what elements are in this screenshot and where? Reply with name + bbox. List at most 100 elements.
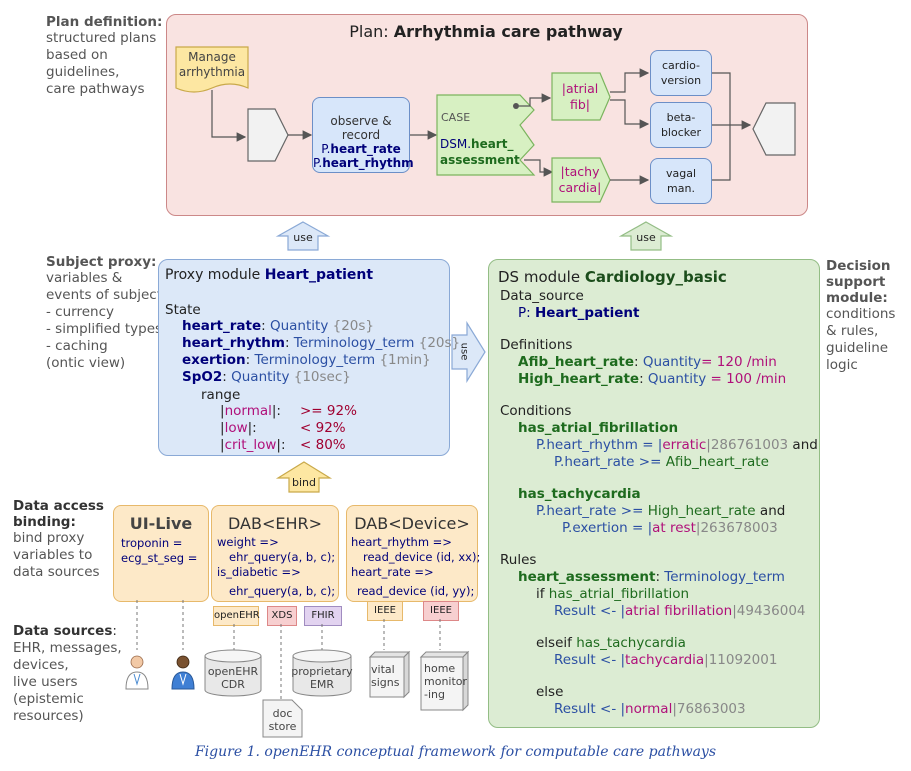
proxy-title-prefix: Proxy module xyxy=(165,267,265,283)
ds-body: Data_source P: Heart_patient Definitions… xyxy=(500,288,818,718)
ds-rule-else: else xyxy=(536,684,564,700)
ds-condition-line: P.heart_rate >= Afib_heart_rate xyxy=(554,454,769,470)
plan-title: Plan: Arrhythmia care pathway xyxy=(166,22,806,41)
afib-to-cardio-arrow xyxy=(610,68,650,93)
cardioversion-line: cardio- xyxy=(661,59,701,72)
decision-support-heading: support xyxy=(826,274,886,290)
proxy-title: Proxy module Heart_patient xyxy=(165,267,373,283)
dab-device-line: heart_rate => xyxy=(351,565,434,579)
use-arrow-middle xyxy=(451,320,486,384)
case-name: heart_ xyxy=(471,137,514,151)
dab-ehr-line: is_diabetic => xyxy=(217,565,301,579)
ds-rule-if: if has_atrial_fibrillation xyxy=(536,586,690,602)
data-sources-label: Data sources: EHR, messages, devices, li… xyxy=(13,623,122,725)
note-connector xyxy=(211,90,247,142)
decision-support-line: conditions xyxy=(826,306,896,322)
figure-caption: Figure 1. openEHR conceptual framework f… xyxy=(194,744,717,760)
case-node xyxy=(436,94,536,176)
bind-label: bind xyxy=(292,476,316,489)
case-to-afib-arrow xyxy=(519,93,552,107)
dab-ehr: DAB<EHR> weight => ehr_query(a, b, c); i… xyxy=(211,505,339,602)
dab-ehr-title: DAB<EHR> xyxy=(227,514,323,533)
proxy-var-row: exertion: Terminology_term {1min} xyxy=(182,352,431,368)
proxy-var-row: SpO2: Quantity {10sec} xyxy=(182,369,351,385)
data-sources-line: (epistemic xyxy=(13,691,84,707)
ds-rule-elseif: elseif has_tachycardia xyxy=(536,635,686,651)
ds-definition-row: Afib_heart_rate: Quantity= 120 /min xyxy=(518,354,777,370)
proprietary-emr-label: proprietary EMR xyxy=(291,665,353,691)
tag-openehr: openEHR xyxy=(213,606,260,626)
proxy-range-row: |normal|:>= 92% xyxy=(220,403,357,419)
plan-definition-line: structured plans xyxy=(46,30,157,46)
dab-ui-title: UI-Live xyxy=(129,514,193,533)
subject-proxy-heading: Subject proxy: xyxy=(46,254,157,270)
ds-conditions-label: Conditions xyxy=(500,403,572,419)
ds-rule-result: Result <- |atrial fibrillation|49436004 xyxy=(554,603,806,619)
data-access-heading: Data access binding: xyxy=(13,498,104,530)
subject-proxy-line: events of subject xyxy=(46,287,163,303)
manage-note-line: Manage xyxy=(188,50,236,64)
openehr-cdr-cylinder xyxy=(204,649,262,697)
plan-definition-line: guidelines, xyxy=(46,64,120,80)
tachy-branch: |tachy cardia| xyxy=(556,164,604,196)
dab-ehr-line: weight => xyxy=(217,535,279,549)
plan-title-name: Arrhythmia care pathway xyxy=(393,22,623,41)
data-access-line: bind proxy xyxy=(13,530,85,546)
afib-branch-line: |atrial xyxy=(561,81,599,96)
betablocker-line: blocker xyxy=(660,126,702,139)
cardio-to-end-line xyxy=(712,72,731,125)
manage-note-line: arrhythmia xyxy=(178,65,246,79)
ds-definition-row: High_heart_rate: Quantity = 100 /min xyxy=(518,371,787,387)
vagal-step: vagal man. xyxy=(650,158,712,204)
data-access-label: Data access binding: bind proxy variable… xyxy=(13,498,113,581)
vital-signs-label: vital signs xyxy=(371,663,400,689)
subject-proxy-line: - currency xyxy=(46,304,114,320)
subject-proxy-line: - caching xyxy=(46,338,108,354)
data-sources-line: live users xyxy=(13,674,78,690)
subject-proxy-line: (ontic view) xyxy=(46,355,126,371)
decision-support-line: & rules, xyxy=(826,323,879,339)
case-dot xyxy=(513,103,519,109)
end-node xyxy=(752,102,796,156)
case-label: CASE xyxy=(441,111,471,124)
plan-title-prefix: Plan: xyxy=(349,22,394,41)
proxy-range-row: |crit_low|:< 80% xyxy=(220,437,346,453)
subject-proxy-label: Subject proxy: variables & events of sub… xyxy=(46,254,162,372)
home-monitoring-shape xyxy=(419,650,470,712)
tachy-branch-shape xyxy=(551,157,611,203)
ds-rule-result: Result <- |tachycardia|11092001 xyxy=(554,652,778,668)
cardioversion-step: cardio- version xyxy=(650,50,712,96)
use-label-right: use xyxy=(636,231,656,244)
observe-prefix: P. xyxy=(321,142,331,156)
plan-definition-line: care pathways xyxy=(46,81,145,97)
plan-definition-heading: Plan definition: xyxy=(46,14,163,30)
afib-branch-line: fib| xyxy=(569,97,591,112)
openehr-cdr-label: openEHR CDR xyxy=(207,665,259,691)
start-node xyxy=(247,108,289,162)
ds-data-source: P: Heart_patient xyxy=(518,305,640,321)
proxy-var-row: heart_rhythm: Terminology_term {20s} xyxy=(182,335,461,351)
proxy-range-label: range xyxy=(201,387,241,403)
case-name: assessment xyxy=(440,153,520,167)
afib-to-beta-arrow xyxy=(610,99,650,129)
decision-support-line: guideline xyxy=(826,340,889,356)
proprietary-emr-cylinder xyxy=(292,649,352,697)
proxy-module xyxy=(158,259,450,456)
data-sources-heading: Data sources xyxy=(13,623,113,639)
doc-store-label: doc store xyxy=(268,707,297,733)
dab-device-title: DAB<Device> xyxy=(354,514,470,533)
decision-support-label: Decision support module: conditions & ru… xyxy=(826,258,895,374)
observe-heart-rate: heart_rate xyxy=(330,142,401,156)
afib-branch-shape xyxy=(551,72,611,121)
bind-arrow xyxy=(275,461,333,493)
proxy-ranges: |normal|:>= 92% |low|:< 92% |crit_low|:<… xyxy=(220,403,357,454)
case-to-tachy-arrow xyxy=(524,159,554,177)
ds-condition-line: P.heart_rhythm = |erratic|286761003 and xyxy=(536,437,818,453)
ds-rule-result: Result <- |normal|76863003 xyxy=(554,701,746,717)
dab-device-line: read_device (id, xx); xyxy=(363,550,481,564)
proxy-vars: heart_rate: Quantity {20s} heart_rhythm:… xyxy=(182,318,460,386)
tag-xds: XDS xyxy=(267,606,297,626)
betablocker-step: beta- blocker xyxy=(650,102,712,148)
